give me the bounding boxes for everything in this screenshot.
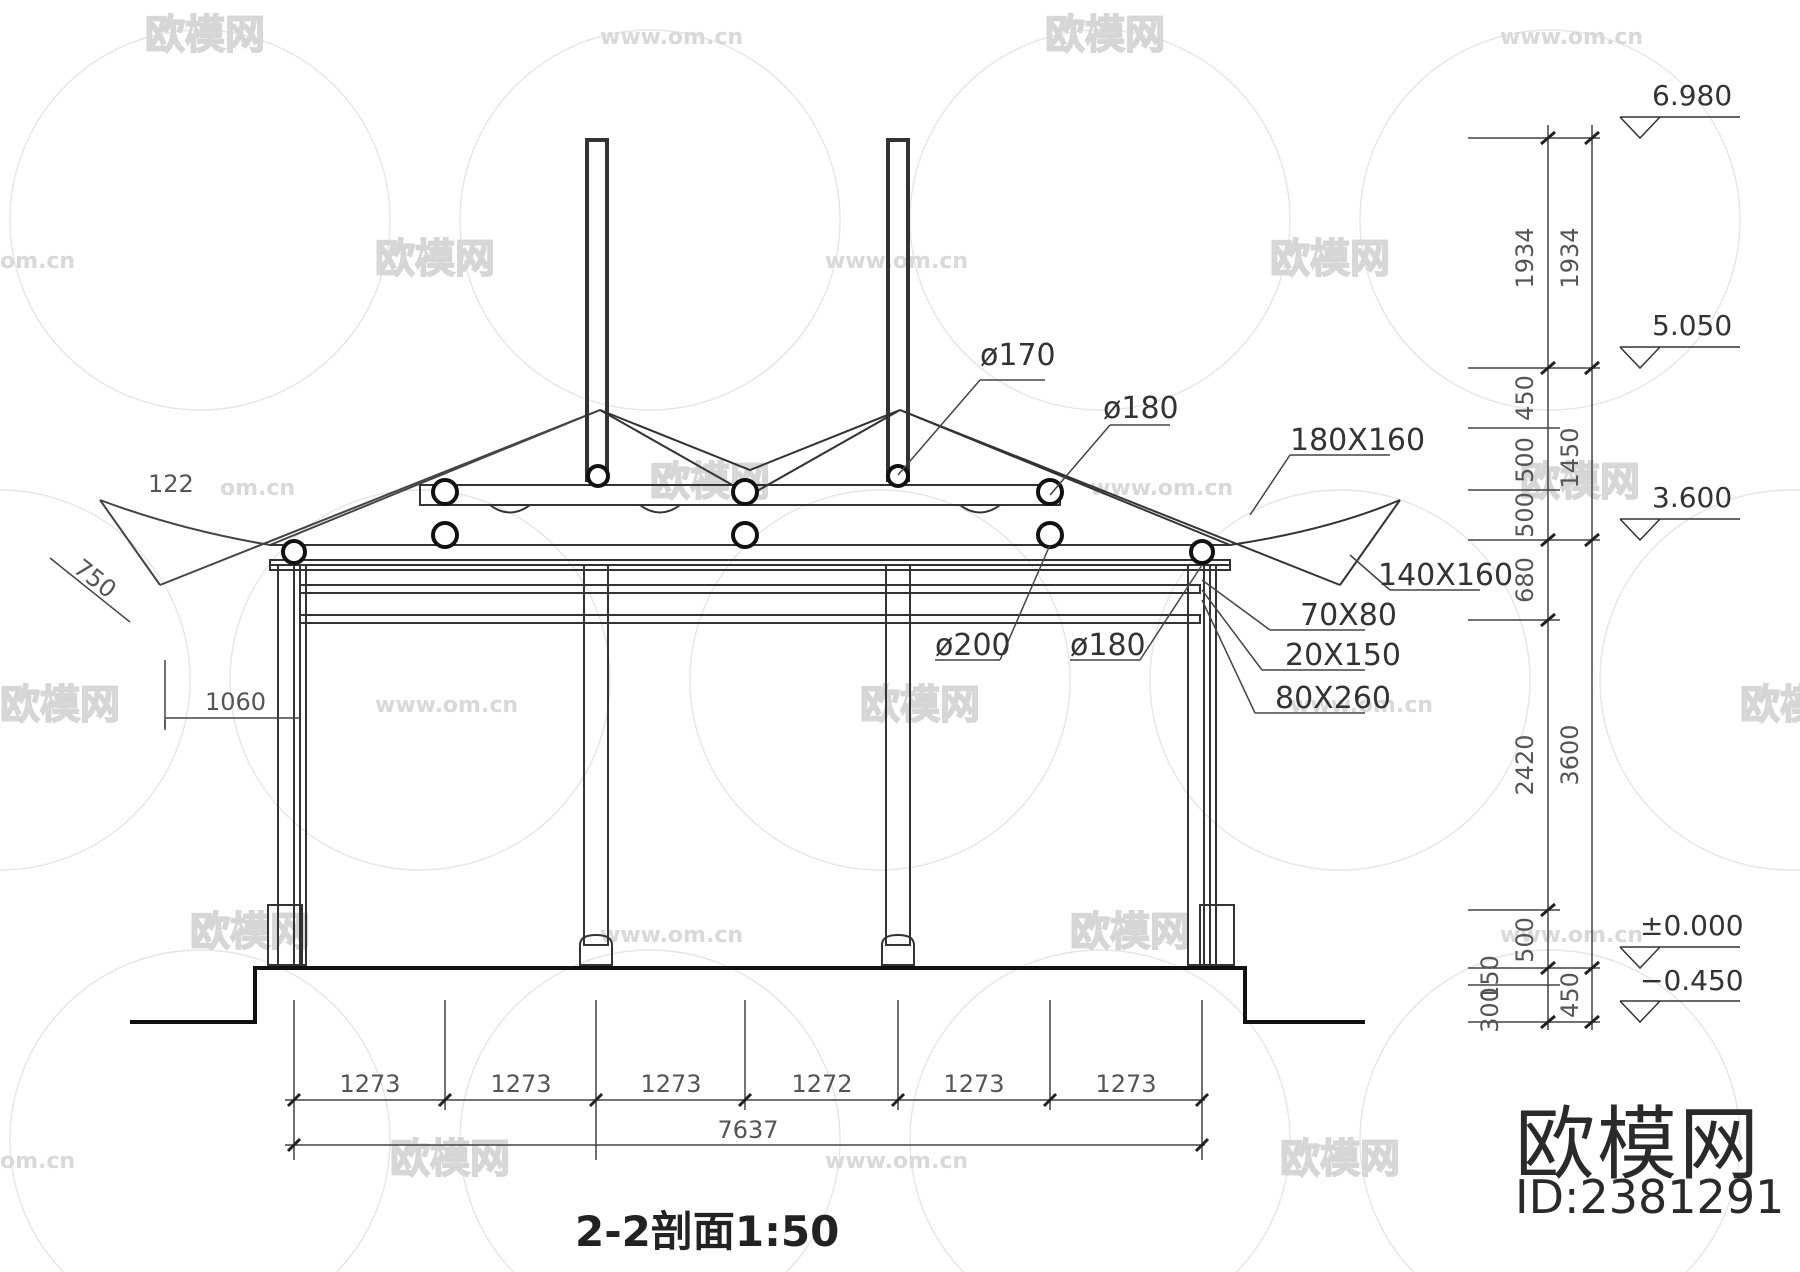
dim-300: 300 [1476,987,1504,1033]
label-d200: ø200 [935,628,1011,663]
dim-angle-122: 122 [148,470,194,498]
elevation-5050: 5.050 [1652,309,1732,342]
elevation-markers [1619,116,1740,1024]
watermark-brand: 欧模网 [190,909,310,955]
dim-bay-5: 1273 [943,1070,1004,1098]
drawing-title: 2-2剖面1:50 [575,1207,840,1256]
elevation-6980: 6.980 [1652,79,1732,112]
watermark-brand: 欧模网 [375,236,495,282]
watermark-brand: 欧模网 [1520,459,1640,505]
watermark-brand: 欧模网 [860,682,980,728]
watermark-brand: 欧模网 [0,682,120,728]
dim-500: 500 [1511,917,1539,963]
dim-bay-3: 1273 [640,1070,701,1098]
left-dim-labels: 750 122 1060 [68,470,266,716]
elevation-minus-0450: −0.450 [1640,964,1744,997]
watermark-arcs [0,29,1800,1272]
dim-3600: 3600 [1556,724,1584,785]
watermark-brand: 欧模网 [1045,12,1165,58]
tick-marks [286,130,1600,1153]
dim-1060: 1060 [205,688,266,716]
dim-1934: 1934 [1556,227,1584,288]
dim-680: 680 [1511,557,1539,603]
label-d180-top: ø180 [1103,391,1179,426]
dim-bay-1: 1273 [339,1070,400,1098]
mast-left [585,138,609,482]
watermark-layer: 欧模网 欧模网 欧模网 欧模网 欧模网 欧模网 欧模网 欧模网 欧模网 欧模网 … [0,11,1800,1272]
watermark-brand: 欧模网 [1070,909,1190,955]
structure [99,138,1401,1024]
label-80x260: 80X260 [1275,681,1391,716]
vertical-dim-labels: 1934 450 500 500 680 2420 500 150 300 19… [1476,227,1584,1032]
watermark-brand: 欧模网 [1280,1136,1400,1182]
label-20x150: 20X150 [1285,638,1401,673]
watermark-url: www.om.cn [825,1149,968,1174]
elevation-labels: 6.980 5.050 3.600 ±0.000 −0.450 [1640,79,1744,997]
dim-500: 500 [1511,492,1539,538]
dim-1934: 1934 [1511,227,1539,288]
columns [267,564,1235,966]
watermark-url: www.om.cn [1500,923,1643,948]
label-140x160: 140X160 [1378,558,1513,593]
watermark-brand: 欧模网 [390,1136,510,1182]
dim-500: 500 [1511,437,1539,483]
watermark-url: www.om.cn [600,25,743,50]
mast-right [886,138,910,482]
bottom-dim-labels: 1273 1273 1273 1272 1273 1273 7637 [339,1070,1156,1144]
watermark-url: om.cn [0,1149,75,1174]
watermark-url: www.om.cn [825,249,968,274]
watermark-url: www.om.cn [375,693,518,718]
dim-bay-6: 1273 [1095,1070,1156,1098]
watermark-url: www.om.cn [600,923,743,948]
watermark-url: www.om.cn [1290,693,1433,718]
dim-2420: 2420 [1511,734,1539,795]
purlins [281,464,1215,565]
member-labels: ø170 ø180 180X160 140X160 ø200 ø180 70X8… [935,338,1513,716]
watermark-url: om.cn [0,249,75,274]
watermark-url: om.cn [220,476,295,501]
watermark-url: www.om.cn [1500,25,1643,50]
dim-450: 450 [1556,972,1584,1018]
label-d170: ø170 [980,338,1056,373]
dim-total: 7637 [717,1116,778,1144]
watermark-brand: 欧模网 [1270,236,1390,282]
dim-bay-2: 1273 [490,1070,551,1098]
watermark-brand: 欧模网 [1740,682,1800,728]
dim-1450: 1450 [1556,427,1584,488]
dim-750: 750 [68,554,121,604]
elevation-0000: ±0.000 [1640,909,1744,942]
elevation-3600: 3.600 [1652,481,1732,514]
label-d180-bottom: ø180 [1070,628,1146,663]
watermark-brand: 欧模网 [145,12,265,58]
dimension-lines [49,125,1600,1160]
label-70x80: 70X80 [1300,598,1397,633]
dim-bay-4: 1272 [791,1070,852,1098]
dim-450: 450 [1511,375,1539,421]
label-180x160: 180X160 [1290,423,1425,458]
brand-id: ID:2381291 [1515,1170,1785,1224]
brand-logo: 欧模网 [1515,1098,1761,1191]
beams [269,484,1231,624]
ground [130,966,1365,1024]
dim-150: 150 [1476,955,1504,1001]
